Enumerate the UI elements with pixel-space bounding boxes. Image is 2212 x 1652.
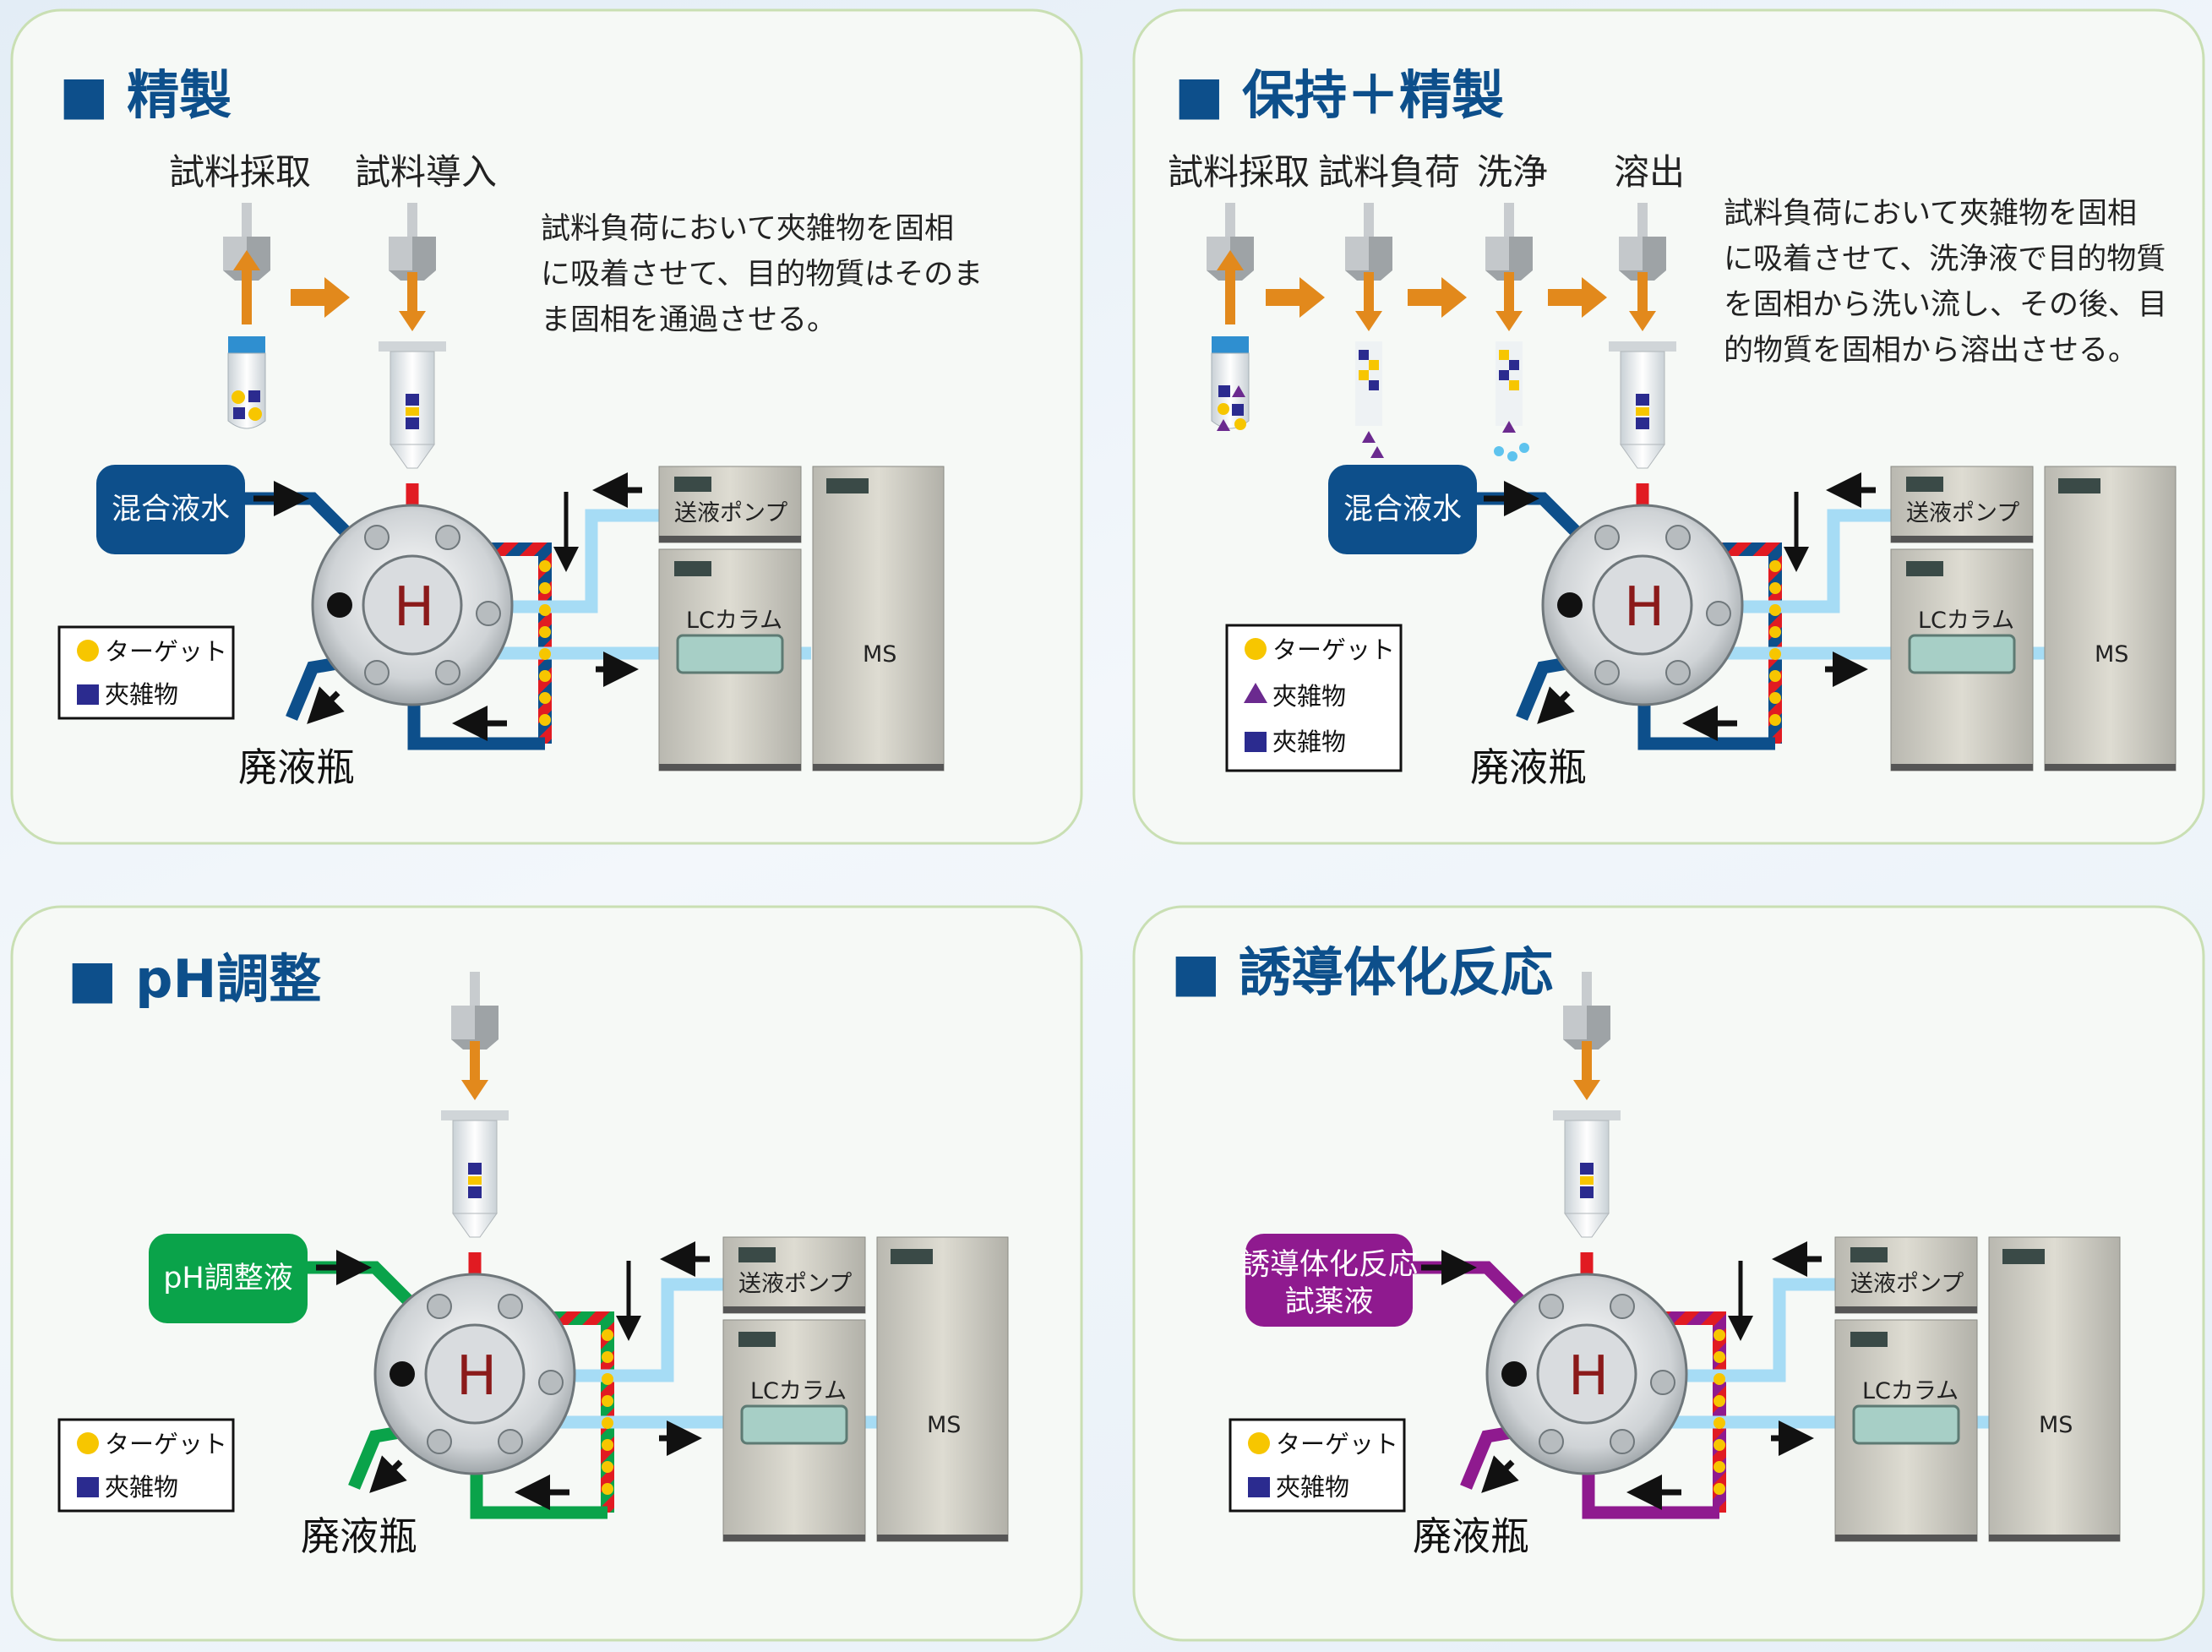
step-label: 洗浄 xyxy=(1477,151,1548,193)
waste-bottle-label: 廃液瓶 xyxy=(1413,1513,1529,1559)
panel-title: ■ 保持＋精製 xyxy=(1174,64,1504,126)
target-dots xyxy=(539,560,551,726)
valve-label: H xyxy=(1624,576,1664,639)
valve-label: H xyxy=(456,1345,497,1408)
target-dots xyxy=(1713,1329,1725,1495)
pump-label: 送液ポンプ xyxy=(674,500,787,526)
cartridge-particles-icon xyxy=(1355,341,1384,458)
legend-item: ターゲット xyxy=(1272,635,1395,664)
sample-particles-icon xyxy=(1217,385,1246,431)
panel-title: ■ pH調整 xyxy=(68,948,321,1010)
cartridge-particles-icon xyxy=(1580,1163,1594,1198)
legend-item: ターゲット xyxy=(105,1430,227,1458)
panel-3-content: ■ pH調整 H pH調整液 送液ポンプ LCカラム MS ター xyxy=(57,948,1010,1559)
step-label: 試料採取 xyxy=(1168,151,1310,193)
description-line: に吸着させて、目的物質はそのま xyxy=(541,258,983,292)
cartridge-particles-icon xyxy=(1636,394,1649,429)
target-dots xyxy=(602,1329,613,1495)
column-label: LCカラム xyxy=(1862,1378,1959,1404)
flow-arrow-icon xyxy=(1481,1455,1519,1493)
reagent-label: 誘導体化反応 xyxy=(1240,1248,1418,1282)
reagent-label: pH調整液 xyxy=(163,1262,293,1295)
step-label: 試料採取 xyxy=(169,151,311,193)
legend-item: 夾雑物 xyxy=(1272,728,1346,756)
legend-item: 夾雑物 xyxy=(105,1473,178,1502)
target-legend-icon xyxy=(77,1432,99,1454)
legend-item: 夾雑物 xyxy=(105,680,178,709)
impurity-legend-icon xyxy=(77,684,99,705)
flow-arrow-icon xyxy=(307,686,345,724)
panel-title: ■ 誘導体化反応 xyxy=(1171,941,1553,1003)
description-line: ま固相を通過させる。 xyxy=(541,303,836,337)
flow-arrow-icon xyxy=(369,1455,407,1493)
sample-particles-icon xyxy=(232,390,262,421)
valve-label: H xyxy=(1568,1345,1609,1408)
ms-label: MS xyxy=(2095,641,2128,668)
reagent-label: 混合液水 xyxy=(1343,493,1462,526)
column-label: LCカラム xyxy=(1918,608,2014,634)
step-label: 溶出 xyxy=(1614,151,1685,193)
panel-2-content: ■ 保持＋精製 試料採取 試料負荷 洗浄 溶出 試料負荷において夾雑物を固相 に… xyxy=(1168,64,2177,790)
reagent-box xyxy=(149,1234,308,1323)
target-legend-icon xyxy=(1248,1432,1270,1454)
column-label: LCカラム xyxy=(750,1378,847,1404)
waste-bottle-label: 廃液瓶 xyxy=(238,744,355,790)
impurity-legend-icon xyxy=(77,1477,99,1497)
reagent-box xyxy=(1245,1234,1413,1327)
cartridge-particles-icon xyxy=(1494,341,1529,461)
legend-item: 夾雑物 xyxy=(1276,1473,1349,1502)
description-line: を固相から洗い流し、その後、目 xyxy=(1724,288,2167,322)
valve-label: H xyxy=(394,576,434,639)
legend-item: 夾雑物 xyxy=(1272,682,1346,711)
reagent-label: 混合液水 xyxy=(112,493,230,526)
waste-bottle-label: 廃液瓶 xyxy=(301,1513,417,1559)
legend-item: ターゲット xyxy=(105,637,227,666)
legend-item: ターゲット xyxy=(1276,1430,1398,1458)
step-label: 試料負荷 xyxy=(1318,151,1460,193)
ms-label: MS xyxy=(927,1412,961,1438)
panel-4-content: ■ 誘導体化反応 H 誘導体化反応 試薬液 送液ポンプ LCカラム MS xyxy=(1171,941,2122,1559)
cartridge-particles-icon xyxy=(406,394,419,429)
impurity-legend-icon xyxy=(1245,732,1267,752)
ms-label: MS xyxy=(863,641,896,668)
column-label: LCカラム xyxy=(686,608,782,634)
impurity-legend-icon xyxy=(1248,1477,1270,1497)
description-line: 試料負荷において夾雑物を固相 xyxy=(1724,197,2137,231)
waste-bottle-label: 廃液瓶 xyxy=(1470,744,1587,790)
panel-title: ■ 精製 xyxy=(59,64,232,126)
panel-1-content: ■ 精製 試料採取 試料導入 試料負荷において夾雑物を固相 に吸着させて、目的物… xyxy=(57,64,983,790)
reagent-label: 試薬液 xyxy=(1284,1285,1373,1319)
description-line: に吸着させて、洗浄液で目的物質 xyxy=(1724,243,2166,276)
impurity-triangle-legend-icon xyxy=(1244,683,1267,703)
flow-arrow-icon xyxy=(1537,686,1575,724)
description-line: 試料負荷において夾雑物を固相 xyxy=(541,212,954,246)
target-dots xyxy=(1769,560,1781,726)
reagent-box xyxy=(1328,465,1477,554)
step-label: 試料導入 xyxy=(355,151,497,193)
target-legend-icon xyxy=(1245,638,1267,660)
reagent-box xyxy=(96,465,245,554)
pump-label: 送液ポンプ xyxy=(1850,1271,1964,1297)
ms-label: MS xyxy=(2039,1412,2073,1438)
pump-label: 送液ポンプ xyxy=(738,1271,852,1297)
pump-label: 送液ポンプ xyxy=(1906,500,2019,526)
target-legend-icon xyxy=(77,640,99,662)
description-line: 的物質を固相から溶出させる。 xyxy=(1724,334,2138,368)
cartridge-particles-icon xyxy=(468,1163,482,1198)
